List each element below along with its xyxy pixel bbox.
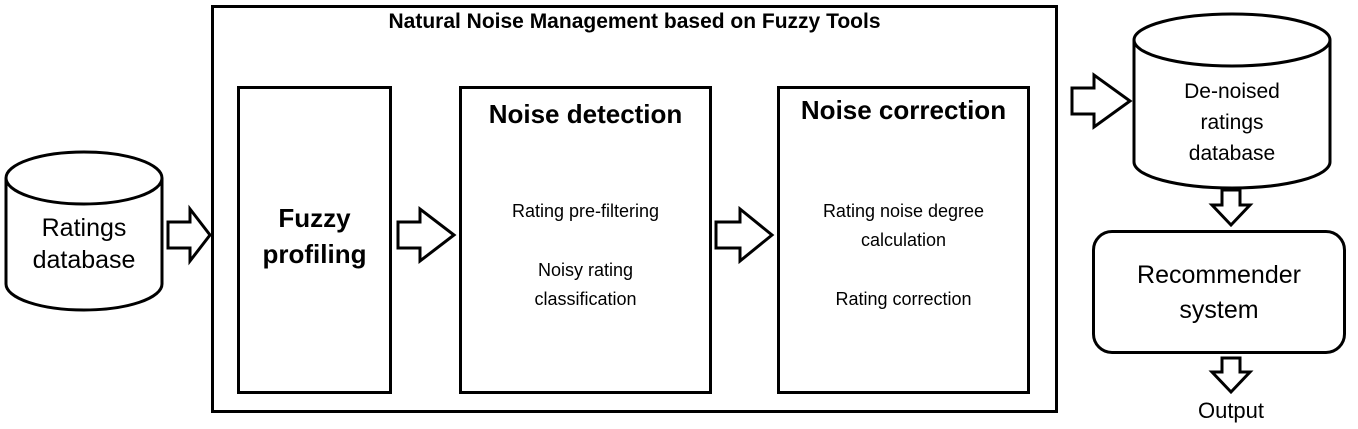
- denoised-db-line3: database: [1188, 142, 1276, 165]
- classification-line1: Noisy rating: [537, 260, 634, 280]
- noise-correction-title: Noise correction: [800, 95, 1007, 125]
- ratings-db-cylinder: [4, 150, 164, 312]
- arrow-right-icon: [1070, 72, 1133, 130]
- denoised-db-label: De-noised ratings database: [1134, 76, 1330, 169]
- ratings-db-line1: Ratings: [41, 214, 127, 242]
- denoised-db-line1: De-noised: [1184, 80, 1280, 103]
- noise-detection-item-classification: Noisy rating classification: [459, 256, 712, 314]
- recommender-line2: system: [1179, 296, 1259, 324]
- denoised-db-line2: ratings: [1200, 111, 1264, 134]
- denoised-db-cylinder: [1132, 12, 1332, 190]
- noise-detection-box: [459, 86, 712, 394]
- recommender-label: Recommender system: [1092, 258, 1346, 328]
- ratings-db-line2: database: [32, 246, 136, 274]
- recommender-box: [1092, 230, 1346, 354]
- arrow-right-icon: [396, 205, 457, 265]
- ratings-db-label: Ratings database: [6, 212, 162, 276]
- noise-correction-item-correction: Rating correction: [835, 289, 972, 309]
- fuzzy-profiling-line1: Fuzzy: [278, 203, 351, 233]
- degree-line2: calculation: [860, 230, 947, 250]
- recommender-line1: Recommender: [1137, 261, 1301, 289]
- noise-detection-title: Noise detection: [488, 99, 683, 129]
- noise-detection-item-prefiltering: Rating pre-filtering: [511, 201, 660, 221]
- arrow-down-icon: [1208, 356, 1254, 395]
- fuzzy-profiling-line2: profiling: [262, 239, 367, 269]
- arrow-right-icon: [714, 205, 775, 265]
- classification-line2: classification: [534, 289, 637, 309]
- arrow-down-icon: [1208, 188, 1254, 228]
- fuzzy-profiling-box: [237, 86, 392, 394]
- noise-correction-item-degree: Rating noise degree calculation: [777, 197, 1030, 255]
- fuzzy-profiling-label: Fuzzy profiling: [237, 200, 392, 272]
- output-label: Output: [1197, 398, 1265, 423]
- noise-correction-box: [777, 86, 1030, 394]
- panel-title: Natural Noise Management based on Fuzzy …: [388, 10, 881, 33]
- degree-line1: Rating noise degree: [822, 201, 985, 221]
- arrow-right-icon: [166, 204, 212, 266]
